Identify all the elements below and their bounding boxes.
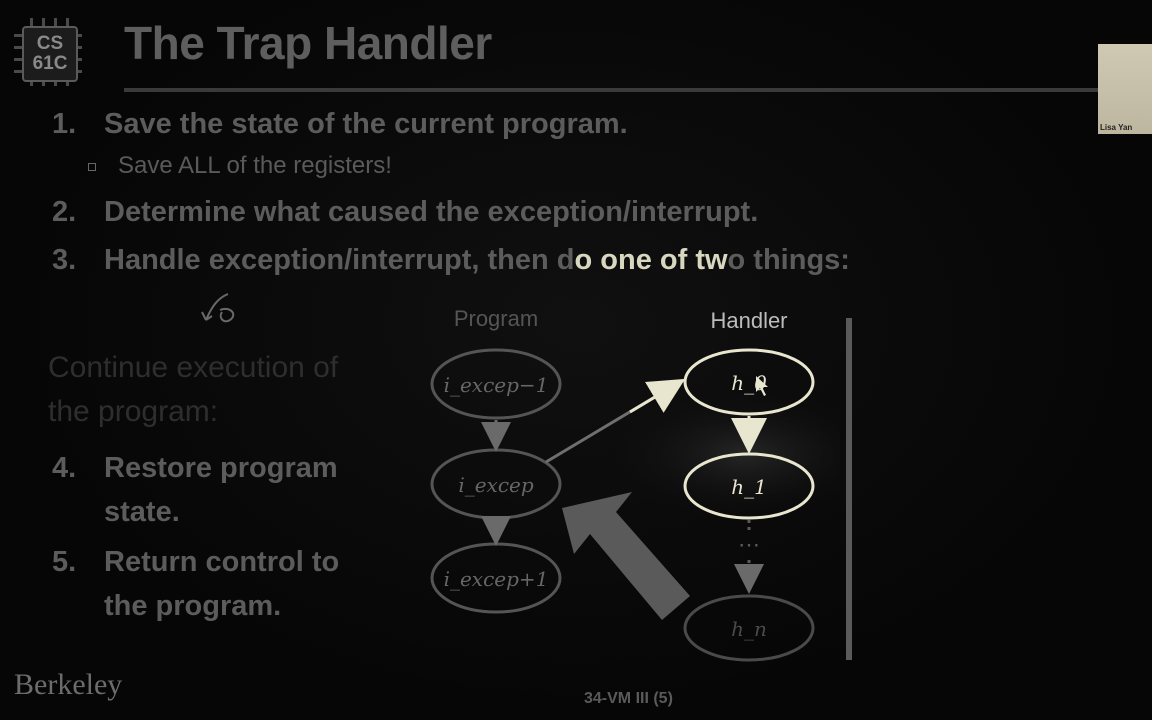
annotation-arrow-icon: [201, 293, 235, 323]
highlight-glow: [595, 384, 840, 524]
continue-line2: the program:: [48, 395, 219, 428]
slide-title: The Trap Handler: [124, 17, 492, 69]
continue-line1: Continue execution of: [48, 351, 339, 384]
step-line2: state.: [104, 496, 180, 528]
arrow-to-handler-hl: [629, 378, 686, 414]
step-text: Return control to the program.: [104, 540, 339, 628]
big-pointer-arrow-icon: [562, 492, 690, 620]
program-node-0-label: i_excep−1: [444, 373, 549, 397]
handler-node-n-label: h_n: [731, 617, 767, 641]
program-label: Program: [454, 306, 538, 331]
step-number: 2.: [52, 196, 77, 228]
program-node-1-label: i_excep: [458, 473, 534, 497]
step-number: 5.: [52, 546, 77, 578]
vertical-divider: [846, 318, 852, 660]
berkeley-wordmark: Berkeley: [14, 668, 123, 701]
step-line1: Return control to: [104, 546, 340, 578]
title-divider: [124, 88, 1098, 92]
mouse-cursor-icon: [756, 376, 768, 396]
step-text: Restore program state.: [104, 446, 338, 534]
logo-text: CS 61C: [24, 34, 76, 74]
step-line2: the program.: [104, 590, 282, 622]
step-2: 2. Determine what caused the exception/in…: [52, 196, 758, 229]
step-number: 3.: [52, 244, 77, 276]
step-line1: Restore program: [104, 452, 338, 484]
webcam-thumbnail[interactable]: Lisa Yan: [1098, 44, 1152, 134]
step-text-end: o things:: [727, 244, 850, 276]
handler-node-n: [683, 594, 815, 662]
bullet-icon: [88, 162, 96, 171]
logo-line2: 61C: [32, 53, 68, 74]
cs61c-logo: CS 61C: [14, 18, 84, 88]
step-text-dim: Handle exception/interrupt, then d: [104, 244, 575, 276]
step-1: 1. Save the state of the current program.: [52, 108, 628, 141]
step-text: Save the state of the current program.: [104, 108, 628, 140]
step-number: 1.: [52, 108, 77, 140]
logo-line1: CS: [36, 33, 64, 54]
slide-number: 34-VM III (5): [584, 690, 673, 707]
handler-ellipsis: ⋯: [738, 532, 760, 557]
handler-label: Handler: [710, 308, 787, 333]
step-4: 4. Restore program state.: [52, 446, 338, 534]
step-3: 3. Handle exception/interrupt, then do on…: [52, 244, 850, 277]
sub-bullet: Save ALL of the registers!: [88, 152, 392, 180]
handler-node-0: [683, 348, 815, 416]
webcam-label: Lisa Yan: [1100, 123, 1133, 132]
chip-body: CS 61C: [22, 26, 78, 82]
trap-diagram: Program Handler i_excep−1 i_excep i_exce…: [430, 306, 840, 662]
handler-node-1: [683, 452, 815, 520]
step-number: 4.: [52, 452, 77, 484]
program-node-0: [430, 348, 562, 420]
continue-heading: Continue execution of the program:: [48, 346, 338, 434]
step-text: Determine what caused the exception/inte…: [104, 196, 759, 228]
step-text-highlight: o one of tw: [574, 244, 728, 276]
step-5: 5. Return control to the program.: [52, 540, 339, 628]
handler-node-1-label: h_1: [731, 475, 767, 499]
sub-bullet-text: Save ALL of the registers!: [118, 152, 392, 179]
program-node-2-label: i_excep+1: [444, 567, 549, 591]
